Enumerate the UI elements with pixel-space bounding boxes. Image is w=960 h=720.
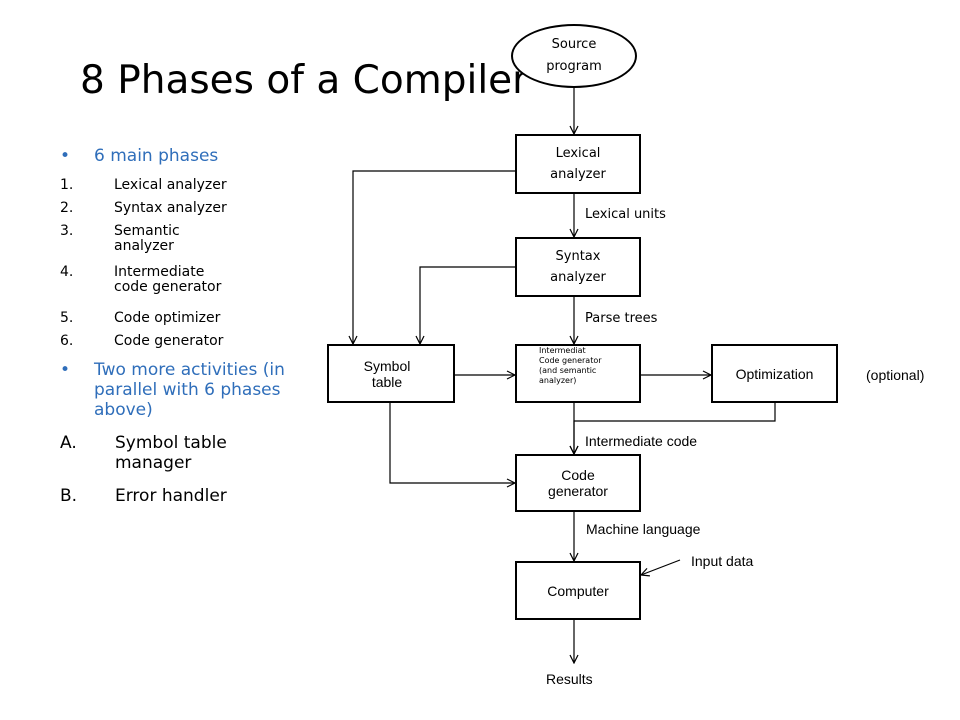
phase-label: Code optimizer: [114, 310, 221, 326]
bullet-main-phases-label: 6 main phases: [94, 146, 219, 166]
syntax-analyzer-node: Syntax analyzer: [515, 237, 641, 297]
page-title: 8 Phases of a Compiler: [80, 58, 529, 103]
phase-label: Intermediate code generator: [114, 264, 222, 295]
intermediate-code-generator-node: Intermediat Code generator (and semantic…: [515, 344, 641, 403]
arrow-input-to-computer: [641, 559, 681, 575]
activity-label: Symbol table manager: [115, 433, 227, 473]
intermediate-line: (and semantic: [539, 366, 597, 375]
input-data-label: Input data: [691, 553, 754, 569]
bullet-more-activities-label: Two more activities (in parallel with 6 …: [94, 360, 285, 420]
optimization-label: Optimization: [735, 365, 814, 382]
source-program-label: Source program: [546, 37, 602, 74]
parse-trees-label: Parse trees: [585, 311, 658, 326]
computer-node: Computer: [515, 561, 641, 620]
phase-num: 3.: [60, 223, 74, 239]
phase-label: Lexical analyzer: [114, 177, 227, 193]
intermediate-line: Code generator: [539, 356, 602, 365]
symbol-table-node: Symbol table: [327, 344, 455, 403]
phase-num: 5.: [60, 310, 74, 326]
lexical-units-label: Lexical units: [585, 207, 666, 222]
phase-label: Syntax analyzer: [114, 200, 227, 216]
phase-num: 4.: [60, 264, 74, 280]
syntax-analyzer-label: Syntax analyzer: [550, 249, 606, 285]
intermediate-line: Intermediat: [539, 346, 586, 355]
intermediate-code-label: Intermediate code: [585, 433, 698, 449]
bullet-dot-icon: •: [60, 146, 71, 166]
phase-num: 2.: [60, 200, 74, 216]
activity-label: Error handler: [115, 486, 227, 506]
phase-num: 1.: [60, 177, 74, 193]
bullet-dot-icon: •: [60, 360, 71, 380]
optional-label: (optional): [866, 367, 925, 383]
symbol-table-label: Symbol table: [363, 357, 411, 390]
arrow-lexical-to-symbol: [353, 170, 515, 344]
code-generator-label: Code generator: [548, 467, 608, 499]
computer-label: Computer: [547, 582, 609, 599]
lexical-analyzer-node: Lexical analyzer: [515, 134, 641, 194]
code-generator-node: Code generator: [515, 454, 641, 512]
arrow-syntax-to-symbol: [420, 266, 515, 344]
intermediate-line: analyzer): [539, 376, 577, 385]
arrow-symbol-to-codegen: [389, 403, 515, 483]
results-label: Results: [546, 671, 593, 687]
activity-letter: A.: [60, 433, 77, 453]
phase-label: Code generator: [114, 333, 224, 349]
activity-letter: B.: [60, 486, 78, 506]
optimization-node: Optimization: [711, 344, 838, 403]
machine-language-label: Machine language: [586, 521, 701, 537]
lexical-analyzer-label: Lexical analyzer: [550, 146, 606, 182]
phase-label: Semantic analyzer: [114, 223, 180, 254]
phase-num: 6.: [60, 333, 74, 349]
source-program-node: Source program: [511, 24, 637, 88]
